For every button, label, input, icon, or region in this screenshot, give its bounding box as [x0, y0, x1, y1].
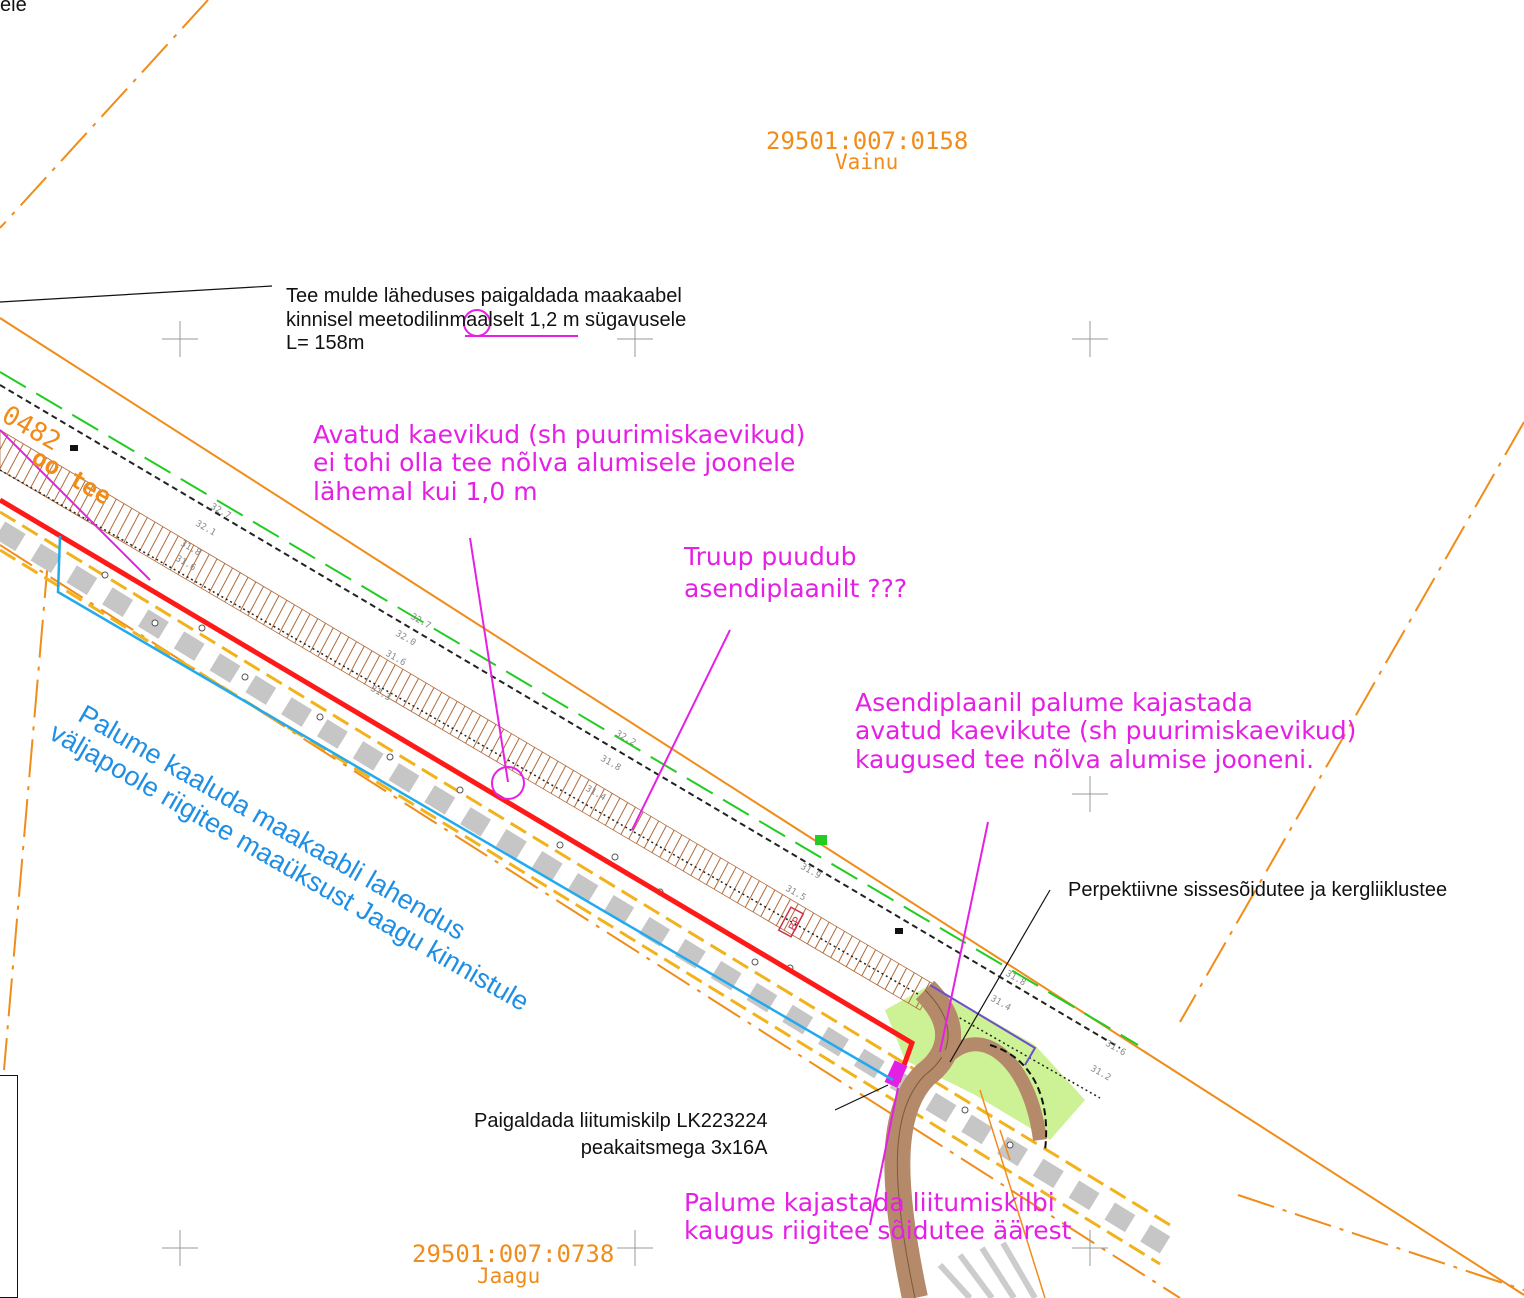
svg-text:32.7: 32.7 [209, 502, 233, 522]
note-cable-circled: in [433, 308, 450, 331]
top-partial-label: ele [0, 0, 27, 16]
note-culvert-line1: Truup puudub [684, 542, 857, 571]
note-trenches-line3: lähemal kui 1,0 m [313, 476, 538, 506]
road-edge-green [0, 371, 1139, 1046]
utility-lines [0, 384, 1121, 1099]
road-boundary-south [0, 544, 1181, 1298]
parcel-jaagu-name: Jaagu [477, 1264, 541, 1288]
parcel-boundary-northwest [0, 0, 209, 229]
svg-text:31.9: 31.9 [799, 862, 823, 882]
note-plan-line1: Asendiplaanil palume kajastada [855, 688, 1253, 717]
parcel-boundary-west [3, 559, 49, 1071]
note-culvert-line2: asendiplaanilt ??? [684, 574, 908, 603]
note-cable-underlined: maalselt [449, 308, 524, 331]
road-boundary-north [0, 317, 1524, 1296]
svg-text:32.0: 32.0 [394, 629, 418, 649]
connection-cabinet-icon [884, 1060, 908, 1088]
svg-text:32.2: 32.2 [614, 729, 638, 749]
bp-marker: BP [777, 906, 805, 938]
note-distance-line2: kaugus riigitee sõidutee äärest [684, 1215, 1072, 1245]
note-cable-method: Tee mulde läheduses paigaldada maakaabel… [286, 285, 686, 356]
road-embankment [0, 429, 936, 1011]
svg-text:BP: BP [786, 914, 804, 933]
note-open-trenches: Avatud kaevikud (sh puurimiskaevikud) ei… [313, 420, 806, 506]
note-plan-line3: kaugused tee nõlva alumise jooneni. [855, 744, 1315, 774]
note-connection-cabinet: Paigaldada liitumiskilp LK223224 peakait… [474, 1108, 768, 1162]
paving-blocks [0, 521, 1171, 1254]
annotation-leaders-pink [0, 309, 989, 1226]
note-plan-line2: avatud kaevikute (sh puurimiskaevikud) [855, 716, 1357, 746]
survey-grid-crosses [162, 321, 1108, 1266]
alternative-route-outline [56, 535, 894, 1082]
drawing-frame [0, 1075, 18, 1298]
svg-text:31.2: 31.2 [1089, 1064, 1113, 1084]
note-cabinet-line1: Paigaldada liitumiskilp LK223224 [474, 1110, 768, 1132]
note-distance-line1: Palume kajastada liitumiskilbi [684, 1188, 1055, 1217]
pedestrian-crossing [937, 1241, 1038, 1298]
note-cable-line1: Tee mulde läheduses paigaldada maakaabel [286, 285, 682, 307]
parcel-boundary-east [1179, 421, 1524, 1023]
parcel-vainu-name: Vainu [835, 150, 899, 174]
annotation-leaders-black [0, 285, 1051, 1111]
parcel-vainu-id: 29501:007:0158 [766, 127, 969, 155]
note-cable-line3: L= 158m [286, 332, 365, 355]
small-black-marks [70, 445, 903, 934]
svg-text:32.7: 32.7 [409, 612, 433, 632]
note-cabinet-distance: Palume kajastada liitumiskilbi kaugus ri… [684, 1189, 1071, 1244]
note-trenches-line2: ei tohi olla tee nõlva alumisele joonele [313, 448, 796, 478]
driveway-box [929, 984, 1037, 1066]
note-cabinet-line2: peakaitsmega 3x16A [580, 1137, 768, 1159]
driveway-edge-curve [939, 1037, 1047, 1141]
note-driveway: Perpektiivne sissesõidutee ja kergliiklu… [1068, 879, 1448, 901]
carriageway-edges [0, 510, 1171, 1266]
svg-text:31.6: 31.6 [1104, 1039, 1128, 1059]
svg-text:31.8: 31.8 [1004, 969, 1028, 989]
note-culvert: Truup puudub asendiplaanilt ??? [684, 541, 907, 605]
note-cable-line2a: kinnisel meetodil [286, 308, 434, 331]
access-curve [989, 1044, 1048, 1151]
note-site-plan: Asendiplaanil palume kajastada avatud ka… [855, 688, 1357, 774]
dimension-lines [979, 1089, 1046, 1298]
svg-text:32.1: 32.1 [194, 519, 218, 539]
parcel-boundary-southeast [1237, 1194, 1524, 1291]
road-posts [101, 571, 1014, 1149]
parcel-jaagu-id: 29501:007:0738 [412, 1240, 615, 1268]
note-cable-line2: kinnisel meetodilinmaalselt 1,2 m sügavu… [286, 309, 686, 333]
svg-text:31.8: 31.8 [599, 754, 623, 774]
note-trenches-line1: Avatud kaevikud (sh puurimiskaevikud) [313, 420, 806, 449]
note-cable-line2b: 1,2 m sügavusele [523, 308, 687, 331]
svg-text:31.4: 31.4 [989, 994, 1013, 1014]
